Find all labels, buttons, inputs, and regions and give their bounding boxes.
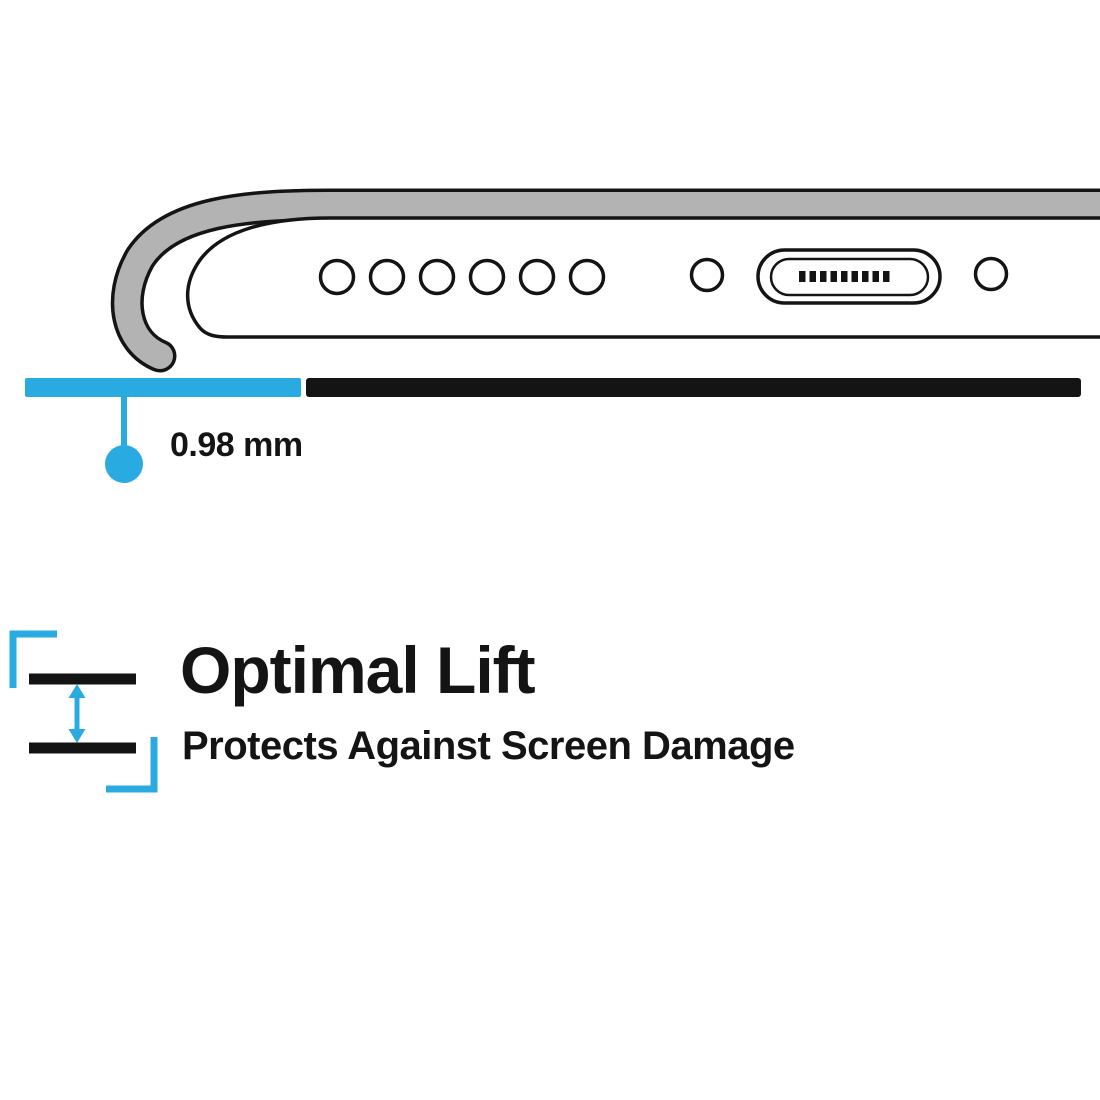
surface-bar-cyan xyxy=(25,378,301,397)
speaker-hole xyxy=(368,258,406,296)
surface-bar-black xyxy=(306,378,1081,397)
charging-port-pins xyxy=(799,271,890,282)
mic-hole-right xyxy=(973,256,1009,292)
measurement-dot xyxy=(105,445,143,483)
speaker-holes xyxy=(318,258,606,296)
bracket-bottom-right xyxy=(106,737,158,793)
bracket-top-left xyxy=(9,630,57,688)
case-shell xyxy=(110,188,1100,373)
case-shell-gray xyxy=(114,192,1100,369)
feature-subtitle: Protects Against Screen Damage xyxy=(182,724,795,768)
feature-title: Optimal Lift xyxy=(180,633,536,707)
measurement-line xyxy=(121,397,127,449)
mic-hole-left xyxy=(689,257,725,293)
phone-body xyxy=(185,216,1100,339)
measurement-label: 0.98 mm xyxy=(170,426,303,464)
speaker-hole xyxy=(418,258,456,296)
charging-port xyxy=(756,248,942,305)
charging-port-inner xyxy=(769,257,930,297)
speaker-hole xyxy=(518,258,556,296)
speaker-hole xyxy=(568,258,606,296)
phone-case-cross-section xyxy=(25,188,1100,483)
speaker-hole xyxy=(318,258,356,296)
double-arrow-icon xyxy=(68,684,86,743)
speaker-hole xyxy=(468,258,506,296)
lift-gap-icon xyxy=(9,630,158,793)
